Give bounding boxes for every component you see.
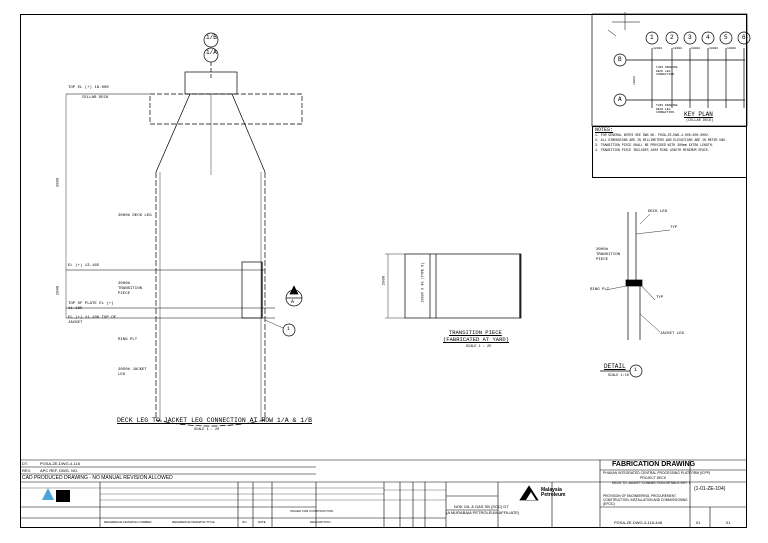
rev-row-desc: ISSUED FOR CONSTRUCTION — [290, 509, 334, 513]
detail-title: DETAIL — [604, 363, 626, 370]
key-row-a: A — [618, 96, 622, 103]
drawing-sheet — [20, 14, 747, 528]
transition-scale: SCALE 1 : 25 — [466, 345, 492, 349]
callout-jacket-leg: 2050# JACKET LEG — [118, 368, 147, 377]
section-mark-label: A — [291, 299, 295, 305]
note-item-4: 4. TRANSITION PIECE INCLUDES 1000 RING L… — [595, 148, 710, 152]
key-plan-title: KEY PLAN — [684, 111, 713, 118]
rev-header-date: DATE — [258, 520, 266, 524]
callout-top-plate: TOP OF PLATE EL (+) 11.165 — [68, 302, 114, 311]
gridline-label-1a: 1/A — [206, 49, 217, 56]
key-note-b: THIS DRAWING DECK LEG CONNECTION — [656, 66, 678, 76]
callout-ring-plt: RING PLT — [118, 338, 138, 342]
key-col-1: 1 — [650, 34, 654, 41]
gridline-label-1b: 1/B — [206, 34, 217, 41]
transition-subtitle: (FABRICATED AT YARD) — [443, 336, 510, 343]
key-note-a: THIS DRAWING DECK LEG CONNECTION — [656, 104, 678, 114]
detail-ring-plt: RING PLT — [590, 288, 610, 292]
detail-jacket-leg: JACKET LEG — [660, 332, 685, 336]
key-col-5: 5 — [724, 34, 728, 41]
key-plan-grid — [607, 12, 751, 108]
key-spacing-3: 10000 — [691, 47, 701, 50]
callout-el-13: EL (+) 13.165 — [68, 264, 100, 268]
ref-row-2-label: REV. — [22, 468, 31, 473]
detail-typ-1: TYP — [670, 226, 678, 230]
key-col-3: 3 — [688, 34, 692, 41]
callout-cellar-deck: CELLAR DECK — [82, 96, 109, 100]
detail-transition: 2000# TRANSITION PIECE — [596, 248, 621, 262]
key-row-spacing: 18000 — [633, 75, 637, 86]
project-line-2: PROJECT DECK — [640, 476, 667, 480]
revision-number: 01 — [726, 520, 731, 525]
dim-vertical-2: 1000 — [56, 285, 61, 296]
petronas-logo — [42, 488, 54, 500]
note-item-2: 2. ALL DIMENSIONS ARE IN MILLIMETERS AND… — [595, 138, 727, 142]
ref-row-1-label: DT. — [22, 461, 28, 466]
main-drawing-scale: SCALE 1 : 20 — [194, 428, 220, 432]
gridline-bubble-1b — [203, 32, 219, 48]
contractor-logo — [56, 490, 70, 502]
ref-row-1-value: PGSA-ZE-DWG-4-116 — [40, 461, 80, 466]
rev-header-no: NO. — [242, 520, 248, 524]
drawing-number: PGSA-ZE-DWG-4-116-448 — [614, 520, 662, 525]
notes-heading: NOTES: — [595, 127, 614, 133]
project-line-4: PROVISION OF ENGINEERING, PROCUREMENT, C… — [603, 494, 688, 506]
cad-notice: CAD PRODUCED DRAWING - NO MANUAL REVISIO… — [22, 475, 173, 481]
key-plan-subtitle: (CELLAR DECK) — [686, 119, 714, 123]
client-line-2: (A MURABAIA PETROLEUM AFFILIATE) — [446, 510, 520, 515]
transition-dim: 2000 — [382, 275, 387, 286]
key-spacing-4: 10000 — [709, 47, 719, 50]
detail-typ-2: TYP — [656, 296, 664, 300]
project-line-3: DECK TO JACKET CONNECTION DETAILS SHT. 1 — [612, 481, 691, 485]
key-spacing-2: 12000 — [673, 47, 683, 50]
detail-title-mark: 1 — [634, 367, 638, 373]
key-spacing-5: 10000 — [727, 47, 737, 50]
callout-transition-piece: 2000# TRANSITION PIECE — [118, 282, 143, 296]
key-col-2: 2 — [670, 34, 674, 41]
transition-title: TRANSITION PIECE — [449, 329, 502, 336]
sheet-number: 01 — [696, 520, 701, 525]
drawing-code: (1-01-ZE-104) — [694, 486, 726, 492]
title-block-lines — [20, 459, 747, 528]
key-spacing-1: 12000 — [653, 47, 663, 50]
cone-right — [231, 93, 266, 173]
transition-piece-outline — [241, 261, 263, 319]
detail-mark-label: 1 — [287, 326, 291, 332]
fabrication-drawing-label: FABRICATION DRAWING — [612, 461, 696, 468]
client-line-1: NOK OIL & GAS SB (SOC) DT — [454, 504, 509, 509]
ref-header-title: REFERENCE DRAWING TITLE — [172, 520, 215, 524]
detail-deck-leg: DECK LEG — [648, 210, 668, 214]
key-col-4: 4 — [706, 34, 710, 41]
project-line-1: PHUKAN INTEGRATED CENTRAL PROCESSING PLA… — [603, 471, 711, 475]
transition-dim-text: 2000# X 45 (TYPE 8) — [421, 262, 426, 303]
callout-top-el: TOP EL (+) 18.000 — [68, 86, 109, 90]
detail-scale: SCALE 1:10 — [608, 374, 630, 378]
detail-callout-1 — [282, 323, 296, 337]
cone-left — [155, 93, 191, 173]
cellar-deck-beam — [149, 93, 303, 125]
dim-vertical-1: 2000 — [56, 177, 61, 188]
key-row-b: B — [618, 56, 622, 63]
company-name: Malaysia Petroleum — [541, 487, 566, 498]
ref-row-2-value: APC REF. DWG. NO. — [40, 468, 79, 473]
transition-piece-view — [404, 253, 522, 319]
ref-header-number: REFERENCE DRAWING NUMBER — [104, 520, 152, 524]
key-col-6: 6 — [742, 34, 746, 41]
rev-header-desc: DESCRIPTION — [310, 520, 331, 524]
general-notes: NOTES: 1. FOR GENERAL NOTES SEE DWG NO. … — [592, 126, 747, 178]
main-drawing-title: DECK LEG TO JACKET LEG CONNECTION AT ROW… — [117, 417, 313, 424]
note-item-3: 3. TRANSITION PIECE SHALL BE PROVIDED WI… — [595, 143, 714, 147]
callout-deck-leg: 2000# DECK LEG — [118, 214, 152, 218]
note-item-1: 1. FOR GENERAL NOTES SEE DWG NO. PGSA-ZE… — [595, 133, 710, 137]
callout-top-jacket: EL (+) 11.100 TOP OF JACKET — [68, 316, 117, 325]
